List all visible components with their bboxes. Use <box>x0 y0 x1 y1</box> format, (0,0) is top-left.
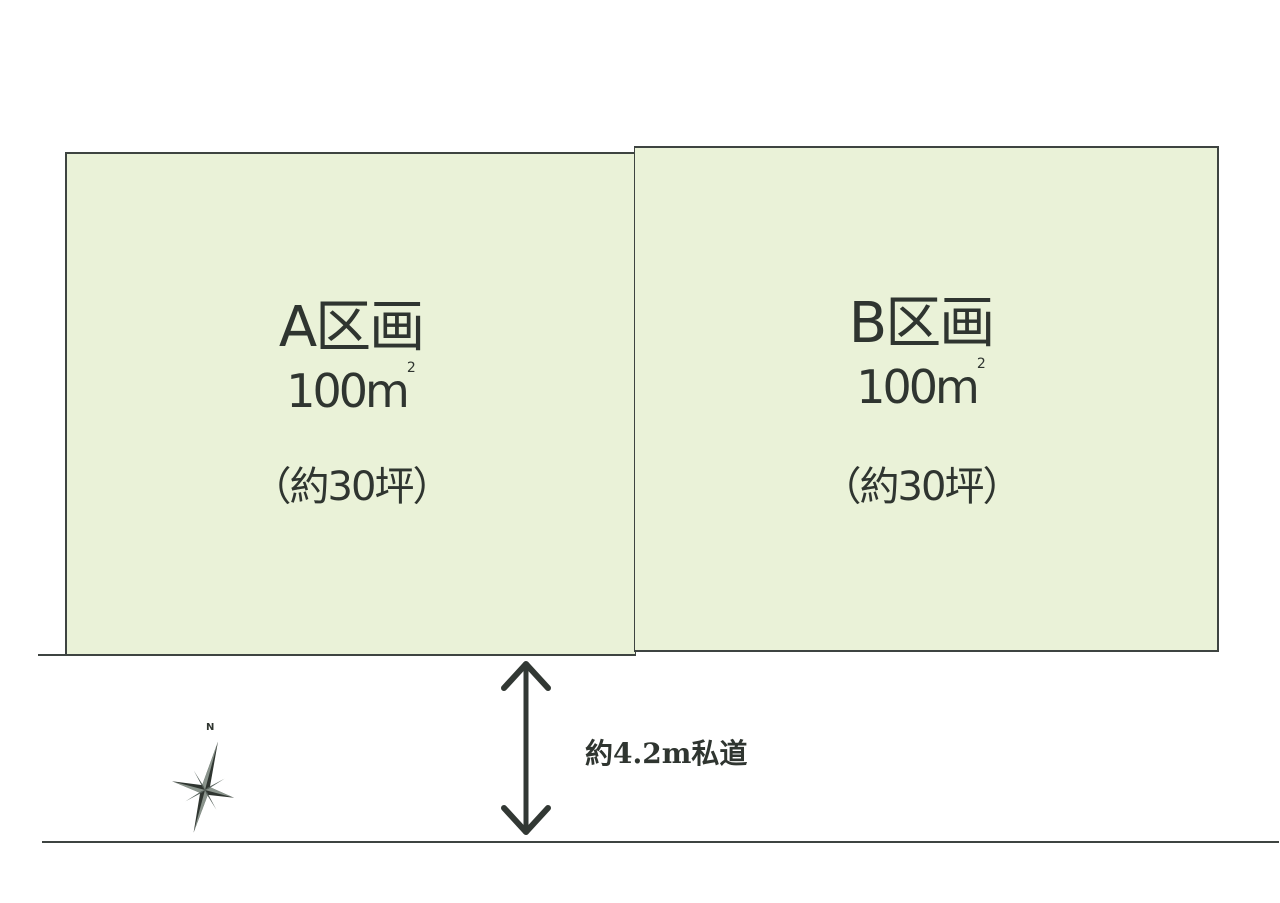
road-edge-top <box>38 654 68 656</box>
double-arrow-icon <box>501 661 551 835</box>
lot-a-area: 100m2 <box>67 360 635 418</box>
lot-b: B区画 100m2 （約30坪） <box>634 146 1219 652</box>
lot-b-area: 100m2 <box>625 356 1217 414</box>
lot-a: A区画 100m2 （約30坪） <box>65 152 636 656</box>
compass-icon <box>172 741 234 833</box>
compass-north-label: N <box>206 722 215 733</box>
lot-a-area-sup: 2 <box>406 360 416 376</box>
lot-a-tsubo: （約30坪） <box>251 464 453 510</box>
lot-a-area-value: 100m <box>286 364 410 418</box>
road-edge-bottom <box>42 841 1279 843</box>
lot-b-area-value: 100m <box>856 360 980 414</box>
lot-b-name: B区画 <box>848 291 995 356</box>
lot-a-name: A区画 <box>278 295 425 360</box>
lot-b-tsubo: （約30坪） <box>821 464 1023 510</box>
lot-b-area-sup: 2 <box>976 356 986 372</box>
road-width-label: 約4.2m私道 <box>585 737 748 770</box>
